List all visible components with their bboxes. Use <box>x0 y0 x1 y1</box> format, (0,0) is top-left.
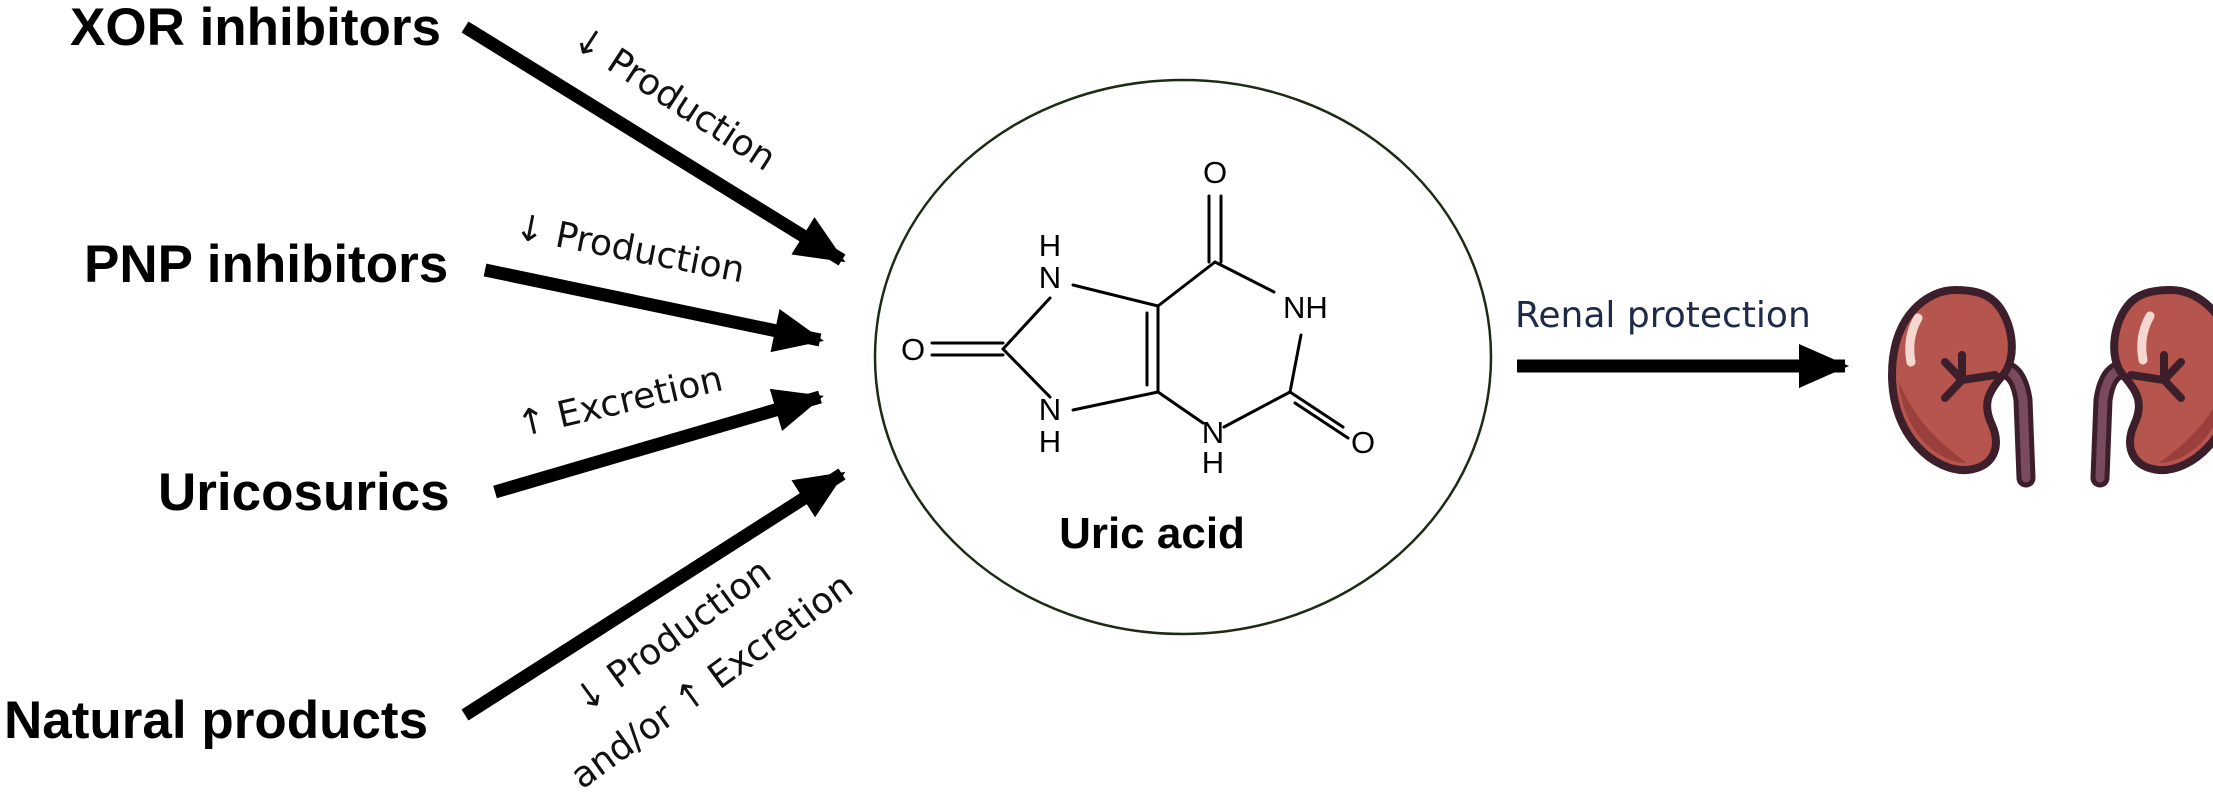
pnp-arrow <box>483 263 824 353</box>
xor-inhibitors-label: XOR inhibitors <box>70 0 441 57</box>
uricosurics-label: Uricosurics <box>158 463 450 522</box>
uric-acid-label: Uric acid <box>1059 509 1245 558</box>
xor-arrow <box>461 21 846 266</box>
natural-products-label: Natural products <box>4 691 428 750</box>
renal-protection-label: Renal protection <box>1515 295 1811 336</box>
kidneys-icon <box>1887 285 2213 488</box>
atom-o-right: O <box>1351 425 1375 460</box>
uric-acid-ellipse <box>873 78 1493 636</box>
atom-nh-right: NH <box>1283 290 1328 325</box>
atom-n7: N <box>1039 392 1061 427</box>
atom-n-bottom: N <box>1202 415 1224 450</box>
atom-n9: N <box>1039 260 1061 295</box>
atom-h-bottom: H <box>1202 445 1224 480</box>
atom-o-left: O <box>901 332 925 367</box>
atom-o-top: O <box>1203 155 1227 190</box>
pnp-inhibitors-label: PNP inhibitors <box>84 235 448 294</box>
atom-h7: H <box>1039 424 1061 459</box>
uricosurics-arrow <box>493 388 824 499</box>
uric-acid-structure <box>930 194 1350 440</box>
atom-h9: H <box>1039 228 1061 263</box>
natural-products-arrow <box>461 468 846 721</box>
